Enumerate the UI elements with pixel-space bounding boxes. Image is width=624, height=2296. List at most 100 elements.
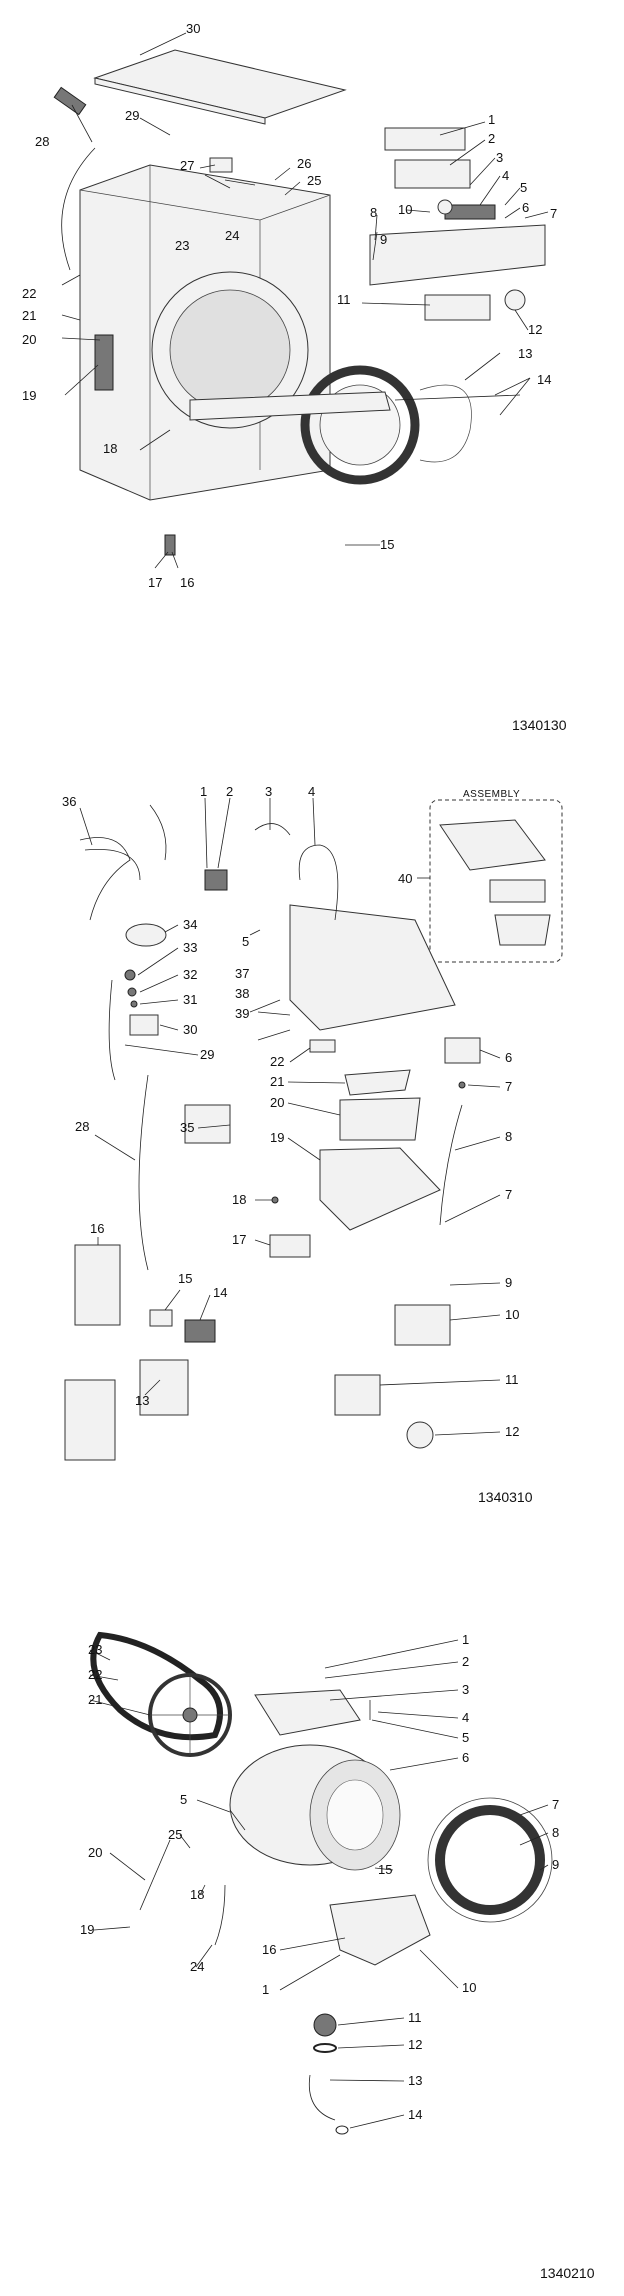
drawer-housing (289, 904, 456, 1031)
callout-5: 5 (462, 1730, 469, 1745)
callout-14: 14 (213, 1285, 227, 1300)
diagram-3-tub (89, 1631, 553, 2135)
control-panel (369, 224, 546, 286)
callout-9: 9 (380, 232, 387, 247)
callout-25: 25 (307, 173, 321, 188)
callout-8: 8 (552, 1825, 559, 1840)
callout-27: 27 (180, 158, 194, 173)
callout-23: 23 (88, 1642, 102, 1657)
callout-22: 22 (270, 1054, 284, 1069)
callout-24: 24 (190, 1959, 204, 1974)
callout-28: 28 (75, 1119, 89, 1134)
callout-33: 33 (183, 940, 197, 955)
assembly-label: ASSEMBLY (463, 789, 520, 800)
callout-5-b: 5 (180, 1792, 187, 1807)
callout-20: 20 (22, 332, 36, 347)
diagram-3-callouts: 1 1 2 3 4 5 5 6 7 8 9 10 11 12 13 14 15 … (80, 1632, 595, 2281)
callout-22: 22 (88, 1667, 102, 1682)
diagram-2-callouts: ASSEMBLY 1 2 3 4 5 6 7 7 8 9 10 11 12 13… (62, 784, 533, 1505)
callout-5: 5 (520, 180, 527, 195)
callout-10: 10 (505, 1307, 519, 1322)
diagram-1-cabinet (53, 32, 549, 569)
assembly-box (429, 799, 563, 963)
callout-3: 3 (496, 150, 503, 165)
callout-1: 1 (488, 112, 495, 127)
callout-35: 35 (180, 1120, 194, 1135)
callout-9: 9 (505, 1275, 512, 1290)
callout-7: 7 (552, 1797, 559, 1812)
callout-1-b: 1 (262, 1982, 269, 1997)
callout-18: 18 (232, 1192, 246, 1207)
kick-plate (189, 391, 391, 421)
callout-11: 11 (337, 292, 351, 307)
callout-8: 8 (505, 1129, 512, 1144)
callout-12: 12 (528, 322, 542, 337)
callout-16: 16 (262, 1942, 276, 1957)
callout-4: 4 (502, 168, 509, 183)
callout-22: 22 (22, 286, 36, 301)
callout-36: 36 (62, 794, 76, 809)
callout-2: 2 (488, 131, 495, 146)
callout-19: 19 (270, 1130, 284, 1145)
callout-13: 13 (135, 1393, 149, 1408)
callout-7: 7 (505, 1079, 512, 1094)
callout-20: 20 (88, 1845, 102, 1860)
callout-7: 7 (550, 206, 557, 221)
callout-1: 1 (200, 784, 207, 799)
callout-12: 12 (408, 2037, 422, 2052)
callout-10: 10 (398, 202, 412, 217)
callout-2: 2 (226, 784, 233, 799)
callout-29: 29 (125, 108, 139, 123)
callout-37: 37 (235, 966, 249, 981)
callout-40: 40 (398, 871, 412, 886)
callout-10: 10 (462, 1980, 476, 1995)
hinge-part (94, 334, 114, 391)
callout-28: 28 (35, 134, 49, 149)
callout-30: 30 (186, 21, 200, 36)
callout-7-b: 7 (505, 1187, 512, 1202)
callout-30: 30 (183, 1022, 197, 1037)
callout-12: 12 (505, 1424, 519, 1439)
callout-39: 39 (235, 1006, 249, 1021)
callout-5: 5 (242, 934, 249, 949)
callout-18: 18 (190, 1887, 204, 1902)
callout-19: 19 (22, 388, 36, 403)
callout-38: 38 (235, 986, 249, 1001)
callout-3: 3 (265, 784, 272, 799)
diagram-code: 1340210 (540, 2265, 595, 2281)
diagram-2-components (64, 797, 563, 1461)
callout-19: 19 (80, 1922, 94, 1937)
diagram-code: 1340130 (512, 717, 567, 733)
callout-4: 4 (462, 1710, 469, 1725)
callout-32: 32 (183, 967, 197, 982)
callout-16: 16 (90, 1221, 104, 1236)
callout-23: 23 (175, 238, 189, 253)
callout-11: 11 (408, 2010, 422, 2025)
diagram-code: 1340310 (478, 1489, 533, 1505)
callout-17: 17 (232, 1232, 246, 1247)
callout-6: 6 (505, 1050, 512, 1065)
callout-3: 3 (462, 1682, 469, 1697)
callout-21: 21 (22, 308, 36, 323)
drive-belt (90, 1631, 223, 1741)
callout-21: 21 (88, 1692, 102, 1707)
callout-17: 17 (148, 575, 162, 590)
callout-14: 14 (537, 372, 551, 387)
callout-20: 20 (270, 1095, 284, 1110)
callout-13: 13 (518, 346, 532, 361)
callout-21: 21 (270, 1074, 284, 1089)
callout-34: 34 (183, 917, 197, 932)
callout-26: 26 (297, 156, 311, 171)
callout-9: 9 (552, 1857, 559, 1872)
gasket (435, 1805, 545, 1915)
callout-25: 25 (168, 1827, 182, 1842)
callout-1: 1 (462, 1632, 469, 1647)
callout-14: 14 (408, 2107, 422, 2122)
callout-8: 8 (370, 205, 377, 220)
callout-24: 24 (225, 228, 239, 243)
callout-4: 4 (308, 784, 315, 799)
callout-6: 6 (522, 200, 529, 215)
callout-6: 6 (462, 1750, 469, 1765)
